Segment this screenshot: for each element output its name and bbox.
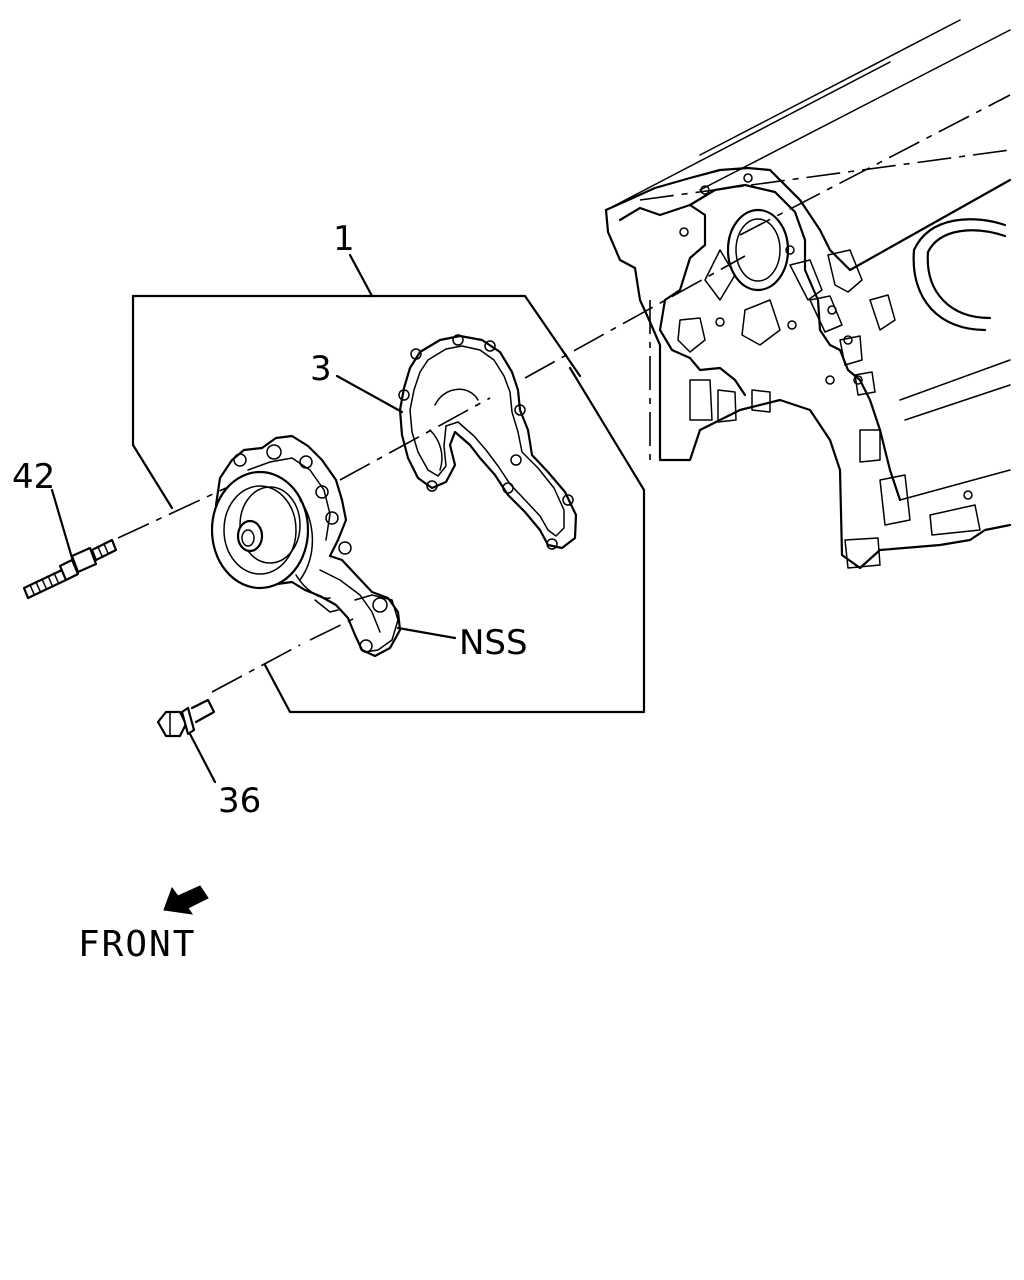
nss-leader [396,626,457,640]
flange-bolt [156,698,217,784]
engine-block [604,19,1012,570]
front-label: FRONT [78,924,196,965]
callout-36: 36 [218,781,261,821]
assembly-group-outline [131,253,646,714]
water-pump [210,434,402,658]
callout-3: 3 [310,349,332,389]
callout-nss: NSS [459,623,528,663]
stud-bolt [22,488,118,600]
callout-42: 42 [12,457,55,497]
alignment-lines [117,255,746,693]
front-arrow-icon [163,885,209,915]
callout-1: 1 [333,219,355,259]
water-pump-gasket [335,334,578,550]
